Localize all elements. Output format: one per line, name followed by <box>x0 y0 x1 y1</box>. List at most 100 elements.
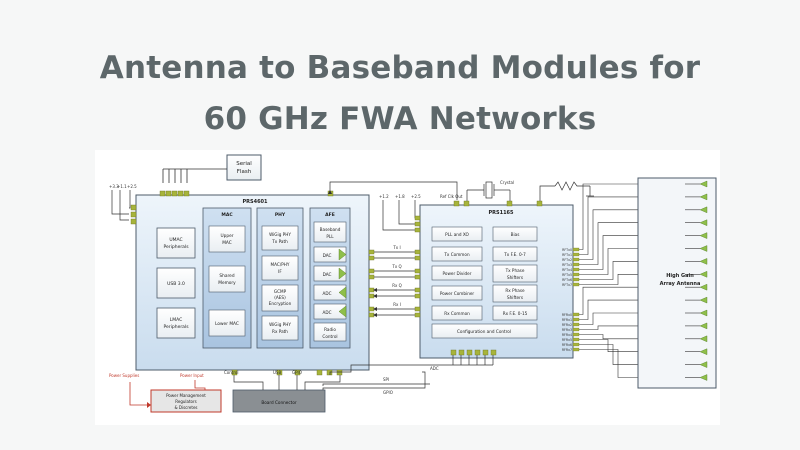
svg-text:RFTx1: RFTx1 <box>562 253 572 257</box>
chip-left-right-pins <box>368 249 375 318</box>
phy-rx-label-1: WiGig PHY <box>269 322 291 327</box>
tx-fe-block <box>492 246 538 262</box>
chip-right-bottom-wires <box>329 355 494 375</box>
power-divider-label: Power Divider <box>443 271 472 276</box>
power-wires <box>129 380 206 406</box>
feed-line <box>579 196 677 255</box>
phy-rx-block <box>261 315 299 341</box>
signal-tx-q: Tx Q <box>391 264 401 269</box>
antenna-element <box>699 193 708 201</box>
upper-mac-label-1: Upper <box>220 233 233 239</box>
mac-phy-if-label-2: IF <box>278 269 282 274</box>
antenna-element <box>699 180 708 188</box>
antenna-element <box>699 296 708 304</box>
afe-converters: DAC DAC ADC ADC <box>313 246 347 320</box>
rx-phase-label-1: Rx Phase <box>505 288 525 293</box>
lmac-peripherals-block <box>156 307 196 339</box>
tx-phase-shifters-block <box>492 264 538 283</box>
feed-line <box>579 286 677 315</box>
upper-mac-block <box>208 225 246 253</box>
svg-text:RFTx3: RFTx3 <box>562 263 572 267</box>
svg-text:RFTx5: RFTx5 <box>562 273 572 277</box>
bias-label: Bias <box>511 232 520 237</box>
gcmp-block <box>261 284 299 312</box>
power-combiner-label: Power Combiner <box>440 291 475 296</box>
left-column: UMAC Peripherals USB 3.0 LMAC Peripheral… <box>156 227 196 339</box>
antenna-element <box>699 219 708 227</box>
spi-bus <box>162 168 227 183</box>
chip-prs4601-name: PRS4601 <box>242 199 268 205</box>
antenna-elements <box>685 180 708 381</box>
signal-rx-i: Rx I <box>393 302 401 307</box>
svg-text:RFRx1: RFRx1 <box>562 318 572 322</box>
dac-2-label: DAC <box>323 272 332 277</box>
svg-text:RFTx2: RFTx2 <box>562 258 572 262</box>
umac-peripherals-block <box>156 227 196 259</box>
signal-tx-i: Tx I <box>392 245 400 250</box>
svg-text:RFRx4: RFRx4 <box>562 333 572 337</box>
svg-text:RFRx7: RFRx7 <box>562 348 572 352</box>
adc-1-label: ADC <box>322 291 331 296</box>
serial-flash-label-1: Serial <box>236 161 252 167</box>
tx-fe-label: Tx F.E. 0-7 <box>503 252 526 257</box>
serial-flash-box <box>226 154 262 181</box>
gpio-bottom-label: GPIO <box>383 390 393 395</box>
baseband-pll-label-2: PLL <box>326 234 334 239</box>
ref-clk-arrow <box>328 190 332 194</box>
antenna-element <box>699 245 708 252</box>
chip-prs1165-name: PRS1165 <box>488 210 514 216</box>
umac-label-1: UMAC <box>169 237 182 243</box>
antenna-element <box>699 348 708 356</box>
power-arrow <box>147 402 151 408</box>
power-mgmt-label-1: Power Management <box>166 393 206 398</box>
svg-text:RFTx7: RFTx7 <box>562 283 572 287</box>
svg-text:RFRx3: RFRx3 <box>562 328 572 332</box>
block-diagram: Serial Flash SPI +3.3 +1.1 +2.5 PRS4601 <box>95 150 720 425</box>
supply-right-1: +1.8 <box>395 194 405 199</box>
svg-text:RFRx5: RFRx5 <box>562 338 572 342</box>
chip-right-top-pins <box>453 200 543 207</box>
lmac-label-2: Peripherals <box>163 324 189 330</box>
feed-line <box>579 312 677 325</box>
resistor-symbol <box>539 181 594 205</box>
supply-right-0: +1.2 <box>379 194 389 199</box>
chip-right-bottom-pins <box>450 349 497 356</box>
afe-header: AFE <box>325 212 335 218</box>
mac-phy-if-label-1: MAC/PHY <box>271 262 290 267</box>
chip-left-side-pins <box>130 204 137 225</box>
svg-text:RFRx0: RFRx0 <box>562 313 572 317</box>
board-connector-label: Board Connector <box>261 400 297 405</box>
phy-tx-block <box>261 225 299 251</box>
lower-mac-block <box>208 309 246 337</box>
ref-clk-label: Ref Clk Out <box>440 194 463 199</box>
svg-text:RFTx6: RFTx6 <box>562 278 572 282</box>
gcmp-label-1: GCMP <box>274 289 287 294</box>
svg-text:RFRx2: RFRx2 <box>562 323 572 327</box>
antenna-label-2: Array Antenna <box>660 281 701 287</box>
shared-memory-label-2: Memory <box>218 280 236 286</box>
power-mgmt-label-3: & Discretes <box>175 405 198 410</box>
gcmp-label-3: Encryption <box>269 301 292 306</box>
lmac-label-1: LMAC <box>170 317 183 323</box>
gcmp-label-2: (AES) <box>274 295 286 300</box>
config-control-block <box>431 323 538 339</box>
config-control-label: Configuration and Control <box>457 329 511 334</box>
power-input-label: Power Input <box>180 373 204 378</box>
mac-header: MAC <box>221 212 233 218</box>
antenna-element <box>699 309 708 317</box>
svg-text:RFTx0: RFTx0 <box>562 248 572 252</box>
phy-tx-label-1: WiGig PHY <box>269 232 291 237</box>
rf-labels: RFTx0 RFTx1 RFTx2 RFTx3 RFTx4 RFTx5 RFTx… <box>562 248 572 352</box>
lower-mac-label: Lower MAC <box>215 321 239 327</box>
antenna-element <box>699 361 708 368</box>
usb3-label: USB 3.0 <box>167 281 185 287</box>
control-label: Control <box>224 370 238 375</box>
chip-left-bottom-pins <box>231 369 343 376</box>
antenna-element <box>699 258 708 265</box>
feed-line <box>579 209 677 260</box>
rx-phase-shifters-block <box>492 284 538 303</box>
title-line-1: Antenna to Baseband Modules for <box>99 50 701 86</box>
bottom-wires <box>233 371 430 390</box>
dac-1-label: DAC <box>323 253 332 258</box>
rx-fe-label: Rx F.E. 0-15 <box>503 311 528 316</box>
